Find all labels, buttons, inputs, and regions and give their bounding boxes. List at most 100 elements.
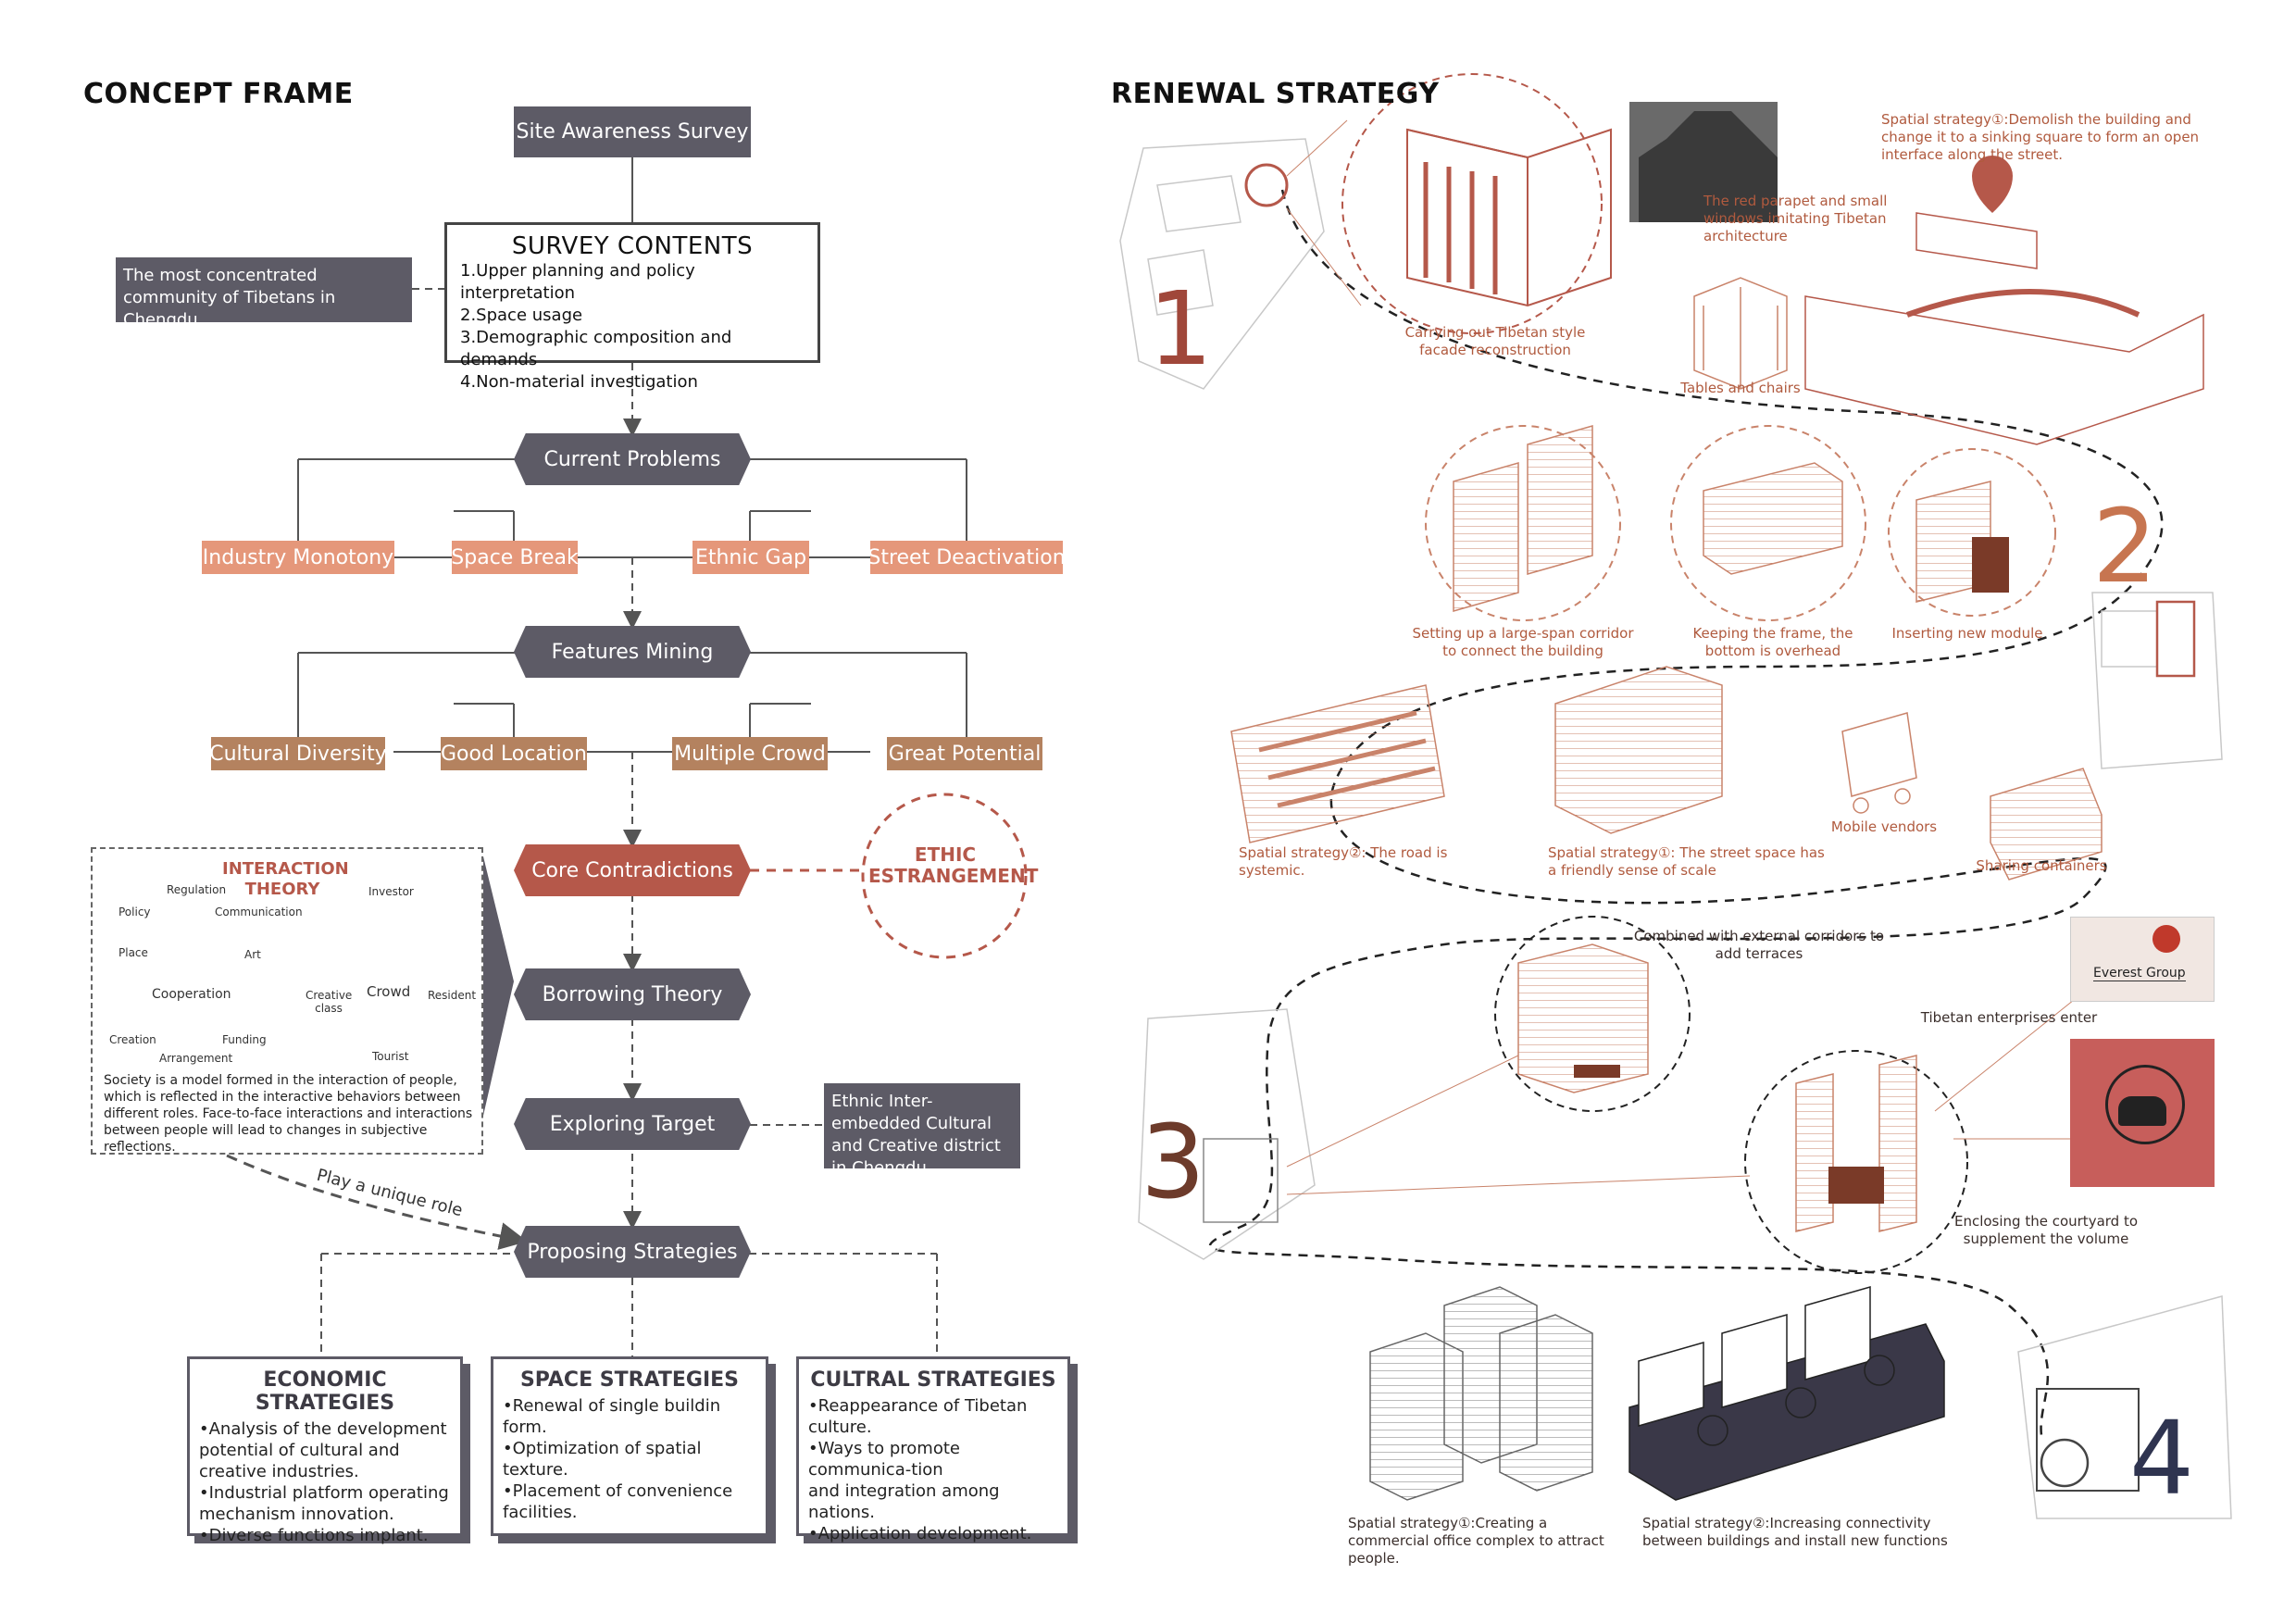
label-policy: Policy <box>119 906 151 918</box>
caption-parapet: The red parapet and small windows imitat… <box>1703 193 1888 244</box>
problem-street-deactivation: Street Deactivation <box>867 541 1066 574</box>
label-communication: Communication <box>215 906 303 918</box>
current-problems-box: Current Problems <box>514 433 751 485</box>
label-creation: Creation <box>109 1033 156 1046</box>
tables-chairs-illustration <box>1693 277 1788 390</box>
label-resident: Resident <box>428 989 477 1002</box>
caption-terraces: Combined with external corridors to add … <box>1633 928 1885 962</box>
terrace-building <box>1517 943 1649 1093</box>
everest-group-name: Everest Group <box>2093 966 2186 981</box>
label-investor: Investor <box>368 885 414 898</box>
strategy-item: •Application development. <box>808 1524 1032 1543</box>
vendor-cart-illustration <box>1841 712 1917 814</box>
feature-multiple-crowd: Multiple Crowd <box>672 737 828 770</box>
survey-item: 2.Space usage <box>460 306 583 325</box>
strategy-item: •Renewal of single buildin form. <box>503 1396 721 1437</box>
core-contradictions-box: Core Contradictions <box>514 844 751 896</box>
survey-item: 4.Non-material investigation <box>460 372 698 392</box>
interaction-theory-box <box>91 847 483 1155</box>
problem-ethnic-gap: Ethnic Gap <box>693 541 809 574</box>
cultral-strategies-title: CULTRAL STRATEGIES <box>810 1368 1056 1392</box>
label-creative-class: Creative class <box>306 989 353 1015</box>
economic-strategies-title: ECONOMIC STRATEGIES <box>255 1368 395 1415</box>
survey-contents-box: SURVEY CONTENTS 1.Upper planning and pol… <box>444 222 820 392</box>
survey-item: 3.Demographic composition and demands <box>460 328 732 369</box>
road-system-illustration <box>1230 684 1445 843</box>
economic-strategies-card: ECONOMIC STRATEGIES •Analysis of the dev… <box>187 1356 463 1545</box>
ethic-estrangement-label: ETHIC ESTRANGEMENT <box>868 843 1039 887</box>
sinking-square-illustration <box>1804 156 2204 445</box>
label-cooperation: Cooperation <box>152 987 231 1002</box>
renewal-strategy-title: RENEWAL STRATEGY <box>1111 78 1440 110</box>
features-mining-box: Features Mining <box>514 626 751 678</box>
caption-tables: Tables and chairs <box>1680 380 1801 396</box>
step-number-1: 1 <box>1148 269 1213 388</box>
problem-industry-monotony: Industry Monotony <box>202 541 394 574</box>
container-illustration <box>1990 768 2103 881</box>
elephant-logo <box>2070 1039 2215 1187</box>
caption-commercial: Spatial strategy①:Creating a commercial … <box>1348 1515 1604 1567</box>
zoom-circle-1 <box>1341 73 1603 334</box>
site-map-1 <box>1119 138 1325 390</box>
office-complex-illustration <box>1369 1286 1593 1501</box>
caption-road: Spatial strategy②: The road is systemic. <box>1239 844 1448 879</box>
caption-module: Inserting new module <box>1891 625 2043 642</box>
caption-corridor: Setting up a large-span corridor to conn… <box>1412 625 1634 659</box>
label-art: Art <box>244 948 261 961</box>
feature-good-location: Good Location <box>441 737 587 770</box>
strategy-item: •Diverse functions implant. <box>199 1526 429 1545</box>
strategy-item: •Reappearance of Tibetan culture. <box>808 1396 1028 1437</box>
strategy-item: •Analysis of the development potential o… <box>199 1419 447 1481</box>
label-arrangement: Arrangement <box>159 1052 233 1065</box>
survey-item: 1.Upper planning and policy interpretati… <box>460 261 695 303</box>
zoom-circles-3 <box>1494 916 1968 1274</box>
elephant-body-icon <box>2118 1096 2166 1126</box>
caption-street: Spatial strategy①: The street space has … <box>1548 844 1825 879</box>
target-note: Ethnic Inter-embedded Cultural and Creat… <box>824 1083 1020 1178</box>
label-place: Place <box>119 946 148 959</box>
zoom-circles-2 <box>1425 425 2056 621</box>
street-scale-illustration <box>1554 666 1723 834</box>
label-regulation: Regulation <box>167 883 227 896</box>
exploring-target-box: Exploring Target <box>514 1098 751 1150</box>
cultral-strategies-card: CULTRAL STRATEGIES •Reappearance of Tibe… <box>796 1356 1070 1543</box>
site-map-2 <box>2091 592 2223 769</box>
connectivity-illustration <box>1628 1286 1945 1501</box>
label-crowd: Crowd <box>367 983 411 1000</box>
strategy-item: and integration among nations. <box>808 1481 1000 1522</box>
elephant-icon <box>2105 1065 2185 1144</box>
strategy-item: •Optimization of spatial texture. <box>503 1439 702 1480</box>
borrowing-theory-box: Borrowing Theory <box>514 968 751 1020</box>
label-tourist: Tourist <box>372 1050 409 1063</box>
ethic-circle <box>861 793 1028 959</box>
feature-great-potential: Great Potential <box>887 737 1042 770</box>
problem-space-break: Space Break <box>451 541 579 574</box>
caption-enterprises: Tibetan enterprises enter <box>1920 1009 2098 1026</box>
caption-containers: Sharing containers <box>1976 857 2107 874</box>
caption-facade: Carrying out Tibetan style facade recons… <box>1404 324 1586 358</box>
caption-demolish: Spatial strategy①:Demolish the building … <box>1881 111 2200 163</box>
survey-contents-title: SURVEY CONTENTS <box>511 232 754 260</box>
interaction-theory-text: Society is a model formed in the interac… <box>104 1073 473 1155</box>
feature-cultural-diversity: Cultural Diversity <box>209 737 387 770</box>
space-strategies-title: SPACE STRATEGIES <box>519 1368 740 1392</box>
caption-connectivity: Spatial strategy②:Increasing connectivit… <box>1642 1515 1948 1549</box>
theory-pointer <box>483 856 514 1116</box>
interaction-theory-title: INTERACTION THEORY <box>222 859 349 899</box>
step-number-4: 4 <box>2129 1399 2194 1518</box>
step-number-2: 2 <box>2092 487 2157 606</box>
everest-sun-icon <box>2152 925 2180 953</box>
everest-group-logo: Everest Group <box>2070 917 2215 1002</box>
label-funding: Funding <box>222 1033 267 1046</box>
concept-frame-title: CONCEPT FRAME <box>83 78 354 110</box>
module-buildings <box>1453 425 2009 612</box>
courtyard-buildings <box>1795 1055 1917 1232</box>
strategy-item: •Ways to promote communica-tion <box>808 1439 960 1480</box>
proposing-strategies-box: Proposing Strategies <box>514 1226 751 1278</box>
strategy-item: •Placement of convenience facilities. <box>503 1481 733 1522</box>
caption-courtyard: Enclosing the courtyard to supplement th… <box>1953 1213 2139 1247</box>
site-map-4 <box>2017 1295 2232 1519</box>
caption-vendors: Mobile vendors <box>1830 818 1938 835</box>
space-strategies-card: SPACE STRATEGIES •Renewal of single buil… <box>491 1356 768 1536</box>
